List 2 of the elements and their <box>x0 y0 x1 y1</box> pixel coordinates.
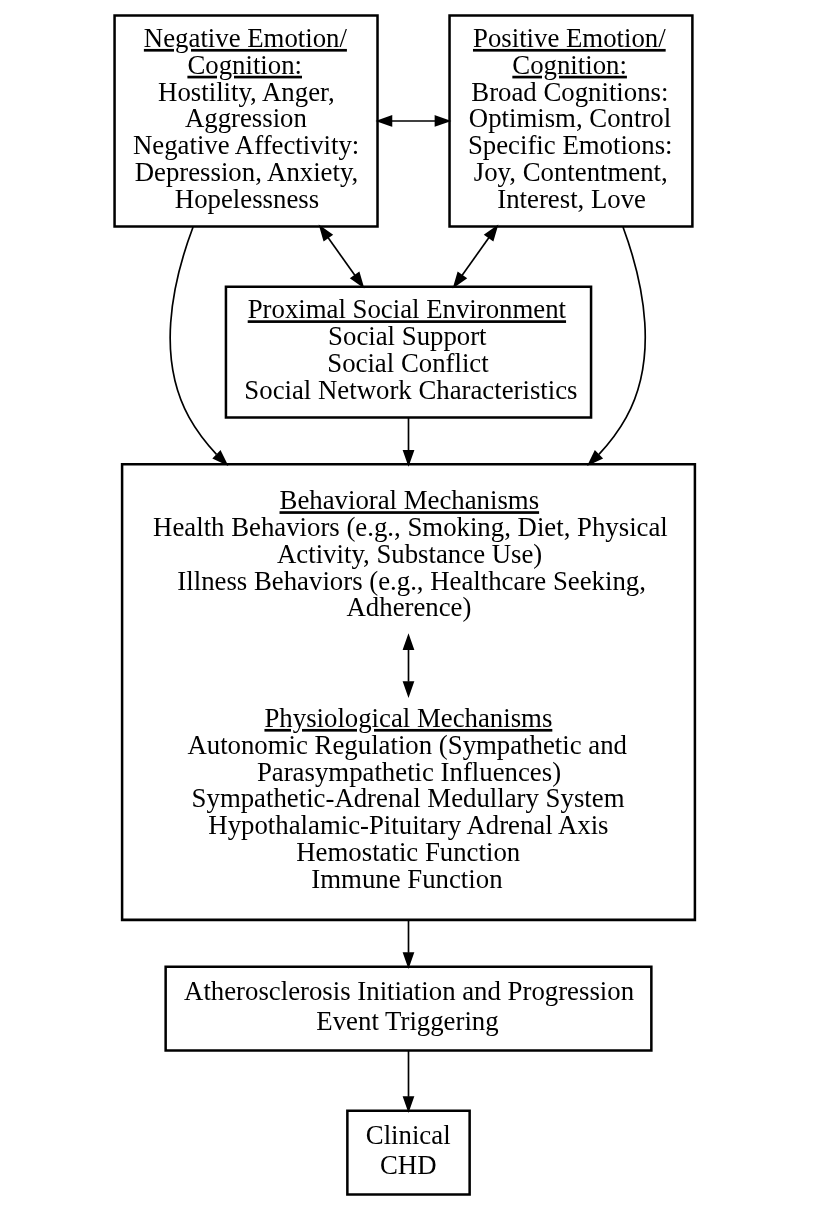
node-text: Behavioral Mechanisms Health Behaviors (e.g., Smoking, Diet, Physical Activity, Substance Use) Illness Behaviors (e.g., Healthcare Seeking, Adherence) <box>152 485 668 623</box>
node-text: Physiological Mechanisms Autonomic Regulation (Sympathetic and Parasympathetic Influences) Sympathetic-Adrenal Medullary System Hypothalamic-Pituitary Adrenal Axis Hemostatic Function Immune Function <box>186 702 627 894</box>
